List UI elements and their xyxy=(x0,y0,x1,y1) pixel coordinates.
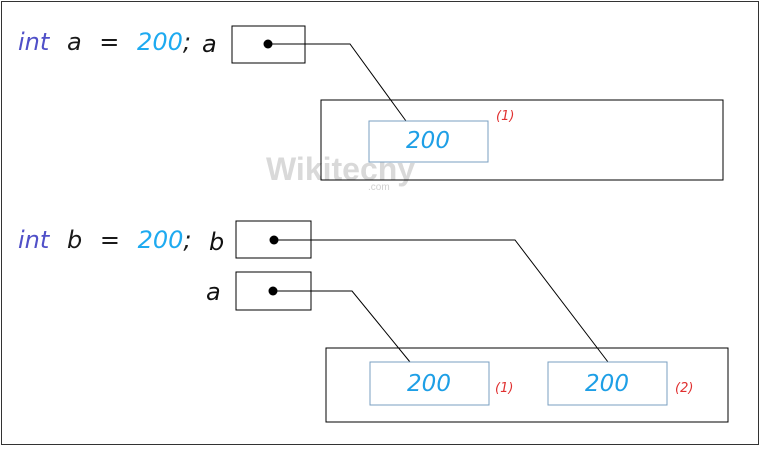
code-equals: = xyxy=(100,226,120,254)
code-statement-1: int a = 200; xyxy=(18,28,191,56)
code-value: 200 xyxy=(137,28,183,56)
object-value: 200 xyxy=(406,128,450,154)
pointer-line xyxy=(274,239,609,363)
watermark-domain: .com xyxy=(368,182,390,193)
object-ref-label: (1) xyxy=(495,381,513,396)
heap-box-top xyxy=(320,99,724,181)
variable-label-a: a xyxy=(206,278,221,306)
code-var-name: a xyxy=(67,28,82,56)
code-keyword: int xyxy=(18,226,51,254)
object-ref-label: (2) xyxy=(675,381,693,396)
object-box xyxy=(368,120,489,163)
pointer-line xyxy=(273,290,411,363)
code-var-name: b xyxy=(67,226,82,254)
code-statement-2: int b = 200; xyxy=(18,226,191,254)
code-value: 200 xyxy=(138,226,184,254)
object-box xyxy=(369,361,490,406)
object-box xyxy=(547,361,668,406)
code-semicolon: ; xyxy=(183,28,191,56)
pointer-line xyxy=(268,43,407,122)
variable-label-b: b xyxy=(209,228,224,256)
heap-box-bottom xyxy=(325,347,729,423)
outer-frame xyxy=(1,1,759,445)
object-value: 200 xyxy=(407,371,451,397)
object-ref-label: (1) xyxy=(496,109,514,124)
code-equals: = xyxy=(99,28,119,56)
code-keyword: int xyxy=(18,28,51,56)
object-value: 200 xyxy=(585,371,629,397)
variable-label-a: a xyxy=(202,30,217,58)
code-semicolon: ; xyxy=(183,226,191,254)
